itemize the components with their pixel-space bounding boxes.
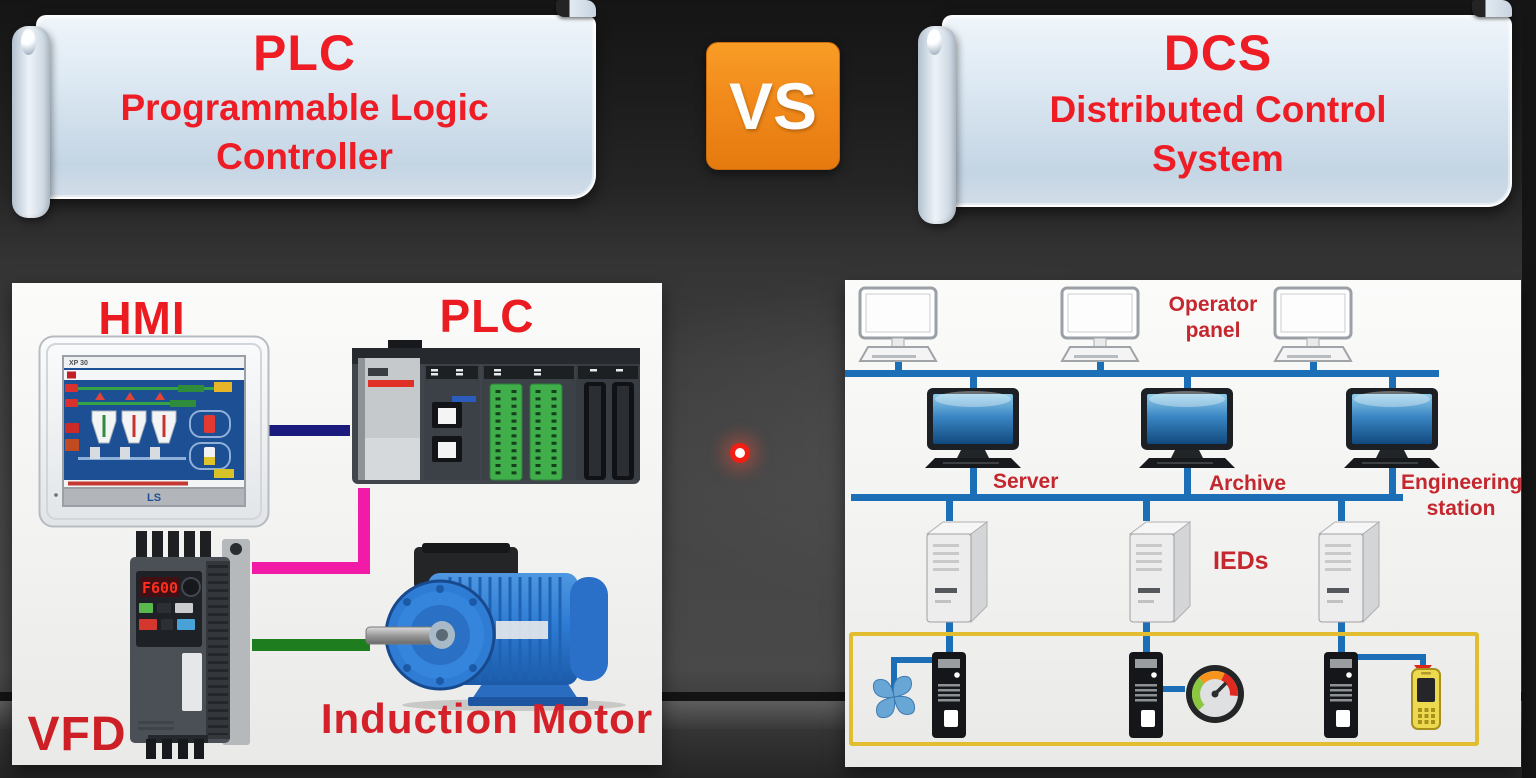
mobile-phone-icon: [1411, 668, 1441, 730]
operator-drop-2: [1097, 354, 1104, 372]
server-label: Server: [993, 470, 1059, 493]
vfd-display-text: F600: [142, 579, 178, 597]
fan-link-horizontal: [891, 657, 934, 663]
workstation-drop-2: [1184, 375, 1191, 391]
vfd-label: VFD: [27, 708, 127, 761]
plc-banner-roll-notch-icon: [21, 29, 36, 55]
plant-pc-icon: [1324, 652, 1358, 738]
plc-banner: PLC Programmable Logic Controller: [12, 0, 597, 228]
operator-drop-1: [895, 354, 902, 372]
hmi-device-icon: XP 30: [38, 335, 270, 528]
vs-badge-text: VS: [728, 69, 818, 143]
field-drop-2: [1143, 620, 1150, 655]
archive-workstation-icon: [1139, 388, 1235, 468]
field-io-box: [849, 632, 1479, 746]
vfd-device-icon: F600: [130, 531, 250, 759]
gauge-link: [1161, 686, 1185, 692]
phone-link-vertical: [1420, 654, 1426, 668]
background-right-edge: [1522, 0, 1536, 778]
fan-icon: [872, 675, 916, 719]
workstation-downlink-3: [1389, 464, 1396, 496]
plant-pc-icon: [1129, 652, 1163, 738]
ied-drop-1: [946, 499, 953, 521]
plc-banner-body: [36, 15, 596, 199]
fan-link-vertical: [891, 657, 897, 699]
laser-pointer-dot: [735, 448, 745, 458]
dcs-banner-title: DCS: [1163, 25, 1273, 81]
dcs-banner-subtitle: Distributed Control System: [1049, 89, 1387, 179]
operator-drop-3: [1310, 354, 1317, 372]
archive-label: Archive: [1209, 472, 1287, 495]
hmi-label: HMI: [98, 292, 186, 344]
dcs-banner-curl-icon: [1472, 0, 1512, 17]
dcs-banner-body: [942, 15, 1512, 207]
plc-system-panel: HMI PLC XP 30: [12, 283, 662, 765]
background-groove: [0, 692, 1536, 701]
bus-line-lower: [851, 494, 1403, 501]
phone-link-horizontal: [1356, 654, 1423, 660]
plc-vfd-cable-vertical: [358, 488, 370, 574]
ied-tower-icon: [1317, 521, 1381, 624]
dcs-banner: DCS Distributed Control System: [918, 0, 1518, 228]
operator-monitor-icon: [1273, 286, 1353, 362]
dcs-system-panel: Operator panel Server Archive Engineerin…: [845, 280, 1523, 767]
vfd-motor-cable: [252, 639, 370, 651]
plc-banner-roll-icon: [12, 26, 50, 218]
induction-motor-icon: [365, 543, 626, 711]
plant-pc-icon: [932, 652, 966, 738]
operator-monitor-icon: [1060, 286, 1140, 362]
plc-label: PLC: [439, 290, 535, 342]
hmi-brand-text: LS: [147, 492, 161, 504]
plc-banner-subtitle: Programmable Logic Controller: [120, 87, 489, 177]
dcs-banner-roll-icon: [918, 26, 956, 224]
workstation-downlink-1: [970, 464, 977, 496]
plc-banner-title: PLC: [253, 25, 356, 81]
workstation-downlink-2: [1184, 464, 1191, 496]
ied-tower-icon: [925, 521, 989, 624]
operator-panel-label: Operator panel: [1168, 293, 1258, 343]
plc-device-icon: [352, 340, 640, 484]
induction-motor-label: Induction Motor: [320, 695, 654, 742]
server-workstation-icon: [925, 388, 1021, 468]
hmi-model-text: XP 30: [69, 360, 88, 367]
plc-banner-curl-icon: [556, 0, 596, 17]
workstation-drop-1: [970, 375, 977, 391]
field-drop-3: [1338, 620, 1345, 655]
field-drop-1: [946, 620, 953, 655]
ied-tower-icon: [1128, 521, 1192, 624]
ieds-label: IEDs: [1213, 547, 1269, 575]
dcs-banner-roll-notch-icon: [927, 29, 942, 55]
vs-badge: VS: [706, 42, 840, 170]
engineering-station-label: Engineering station: [1401, 471, 1523, 521]
ied-drop-3: [1338, 499, 1345, 521]
plc-vfd-cable-horizontal: [252, 562, 370, 574]
hmi-plc-cable: [264, 425, 350, 436]
workstation-drop-3: [1389, 375, 1396, 391]
engineering-workstation-icon: [1344, 388, 1440, 468]
bus-line-upper: [845, 370, 1439, 377]
gauge-icon: [1186, 665, 1244, 723]
operator-monitor-icon: [858, 286, 938, 362]
ied-drop-2: [1143, 499, 1150, 521]
